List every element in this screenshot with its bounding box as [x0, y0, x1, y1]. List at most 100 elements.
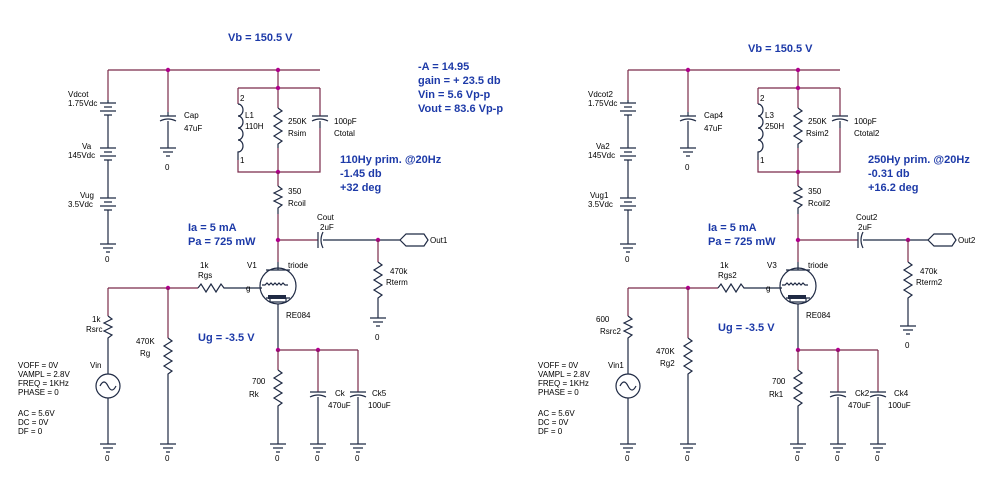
- capacitor-cap: [159, 112, 177, 157]
- part-value: 3.5Vdc: [68, 200, 93, 209]
- annotation-primary: 110Hy prim. @20Hz: [340, 154, 442, 166]
- right-circuit: [615, 67, 957, 453]
- resistor-rg: [160, 337, 176, 453]
- part-name: V3: [767, 261, 777, 270]
- source-param: DC = 0V: [18, 418, 49, 427]
- gnd-label: 0: [315, 454, 320, 463]
- part-value: 100uF: [888, 401, 911, 410]
- port-out2: [927, 233, 957, 247]
- gnd-label: 0: [375, 333, 380, 342]
- part-name: Cap: [184, 111, 199, 120]
- part-name: Ck2: [855, 389, 870, 398]
- gnd-label: 0: [795, 454, 800, 463]
- pin-number: 2: [240, 94, 245, 103]
- part-value: 470uF: [848, 401, 871, 410]
- junction-dot: [275, 67, 281, 73]
- gnd-label: 0: [875, 454, 880, 463]
- part-type: triode: [288, 261, 309, 270]
- part-name: L1: [245, 111, 254, 120]
- capacitor-cap4: [679, 112, 697, 157]
- part-value: 110H: [245, 122, 264, 131]
- gnd-label: 0: [165, 454, 170, 463]
- part-name: Rg: [140, 349, 150, 358]
- part-value: 100uF: [368, 401, 391, 410]
- wire: [237, 128, 321, 173]
- part-value: 2uF: [858, 223, 872, 232]
- part-name: V1: [247, 261, 257, 270]
- resistor-rcoil: [272, 185, 284, 214]
- part-name: Ck5: [372, 389, 387, 398]
- annotation-pa: Pa = 725 mW: [708, 236, 776, 248]
- annotation-db: -1.45 db: [340, 168, 382, 180]
- gnd-label: 0: [105, 454, 110, 463]
- junction-dot: [795, 67, 801, 73]
- part-name: Va: [82, 142, 92, 151]
- gnd-label: 0: [625, 454, 630, 463]
- resistor-rgs2: [717, 282, 782, 294]
- gnd-label: 0: [905, 341, 910, 350]
- junction-dot: [275, 85, 281, 91]
- part-name: Rsrc2: [600, 327, 621, 336]
- capacitor-cout2: [857, 231, 928, 249]
- part-value: 145Vdc: [588, 151, 615, 160]
- inductor-l1: [237, 103, 244, 160]
- pin-number: 1: [760, 156, 765, 165]
- ground-symbol: [620, 236, 636, 253]
- part-name: Ck: [335, 389, 346, 398]
- capacitor-cout: [317, 231, 400, 249]
- junction-dot: [795, 85, 801, 91]
- part-name: Ctotal2: [854, 129, 880, 138]
- part-value: 470K: [136, 337, 155, 346]
- annotation-phase: +32 deg: [340, 182, 381, 194]
- ground-symbol: [620, 443, 636, 453]
- part-name: Rterm2: [916, 278, 943, 287]
- resistor-rgs: [197, 282, 262, 294]
- resistor-rg2: [680, 337, 696, 453]
- part-value: 47uF: [704, 124, 722, 133]
- part-value: 1.75Vdc: [588, 99, 617, 108]
- left-circuit: [95, 67, 429, 453]
- annotation-vout: Vout = 83.6 Vp-p: [418, 103, 503, 115]
- part-name: Rgs2: [718, 271, 737, 280]
- part-name: Vug: [80, 191, 94, 200]
- capacitor-ck: [309, 391, 327, 453]
- source-param: VOFF = 0V: [18, 361, 59, 370]
- port-out1: [399, 233, 429, 247]
- resistor-rk: [270, 369, 286, 453]
- capacitor-ck4: [869, 391, 887, 453]
- source-param: PHASE = 0: [538, 388, 579, 397]
- part-name: Vin1: [608, 361, 624, 370]
- part-value: 700: [252, 377, 266, 386]
- part-name: Cout2: [856, 213, 878, 222]
- part-value: 1k: [200, 261, 209, 270]
- resistor-rsrc: [102, 315, 114, 364]
- part-value: 350: [288, 187, 302, 196]
- inductor-l3: [757, 103, 764, 160]
- part-name: Vdcot2: [588, 90, 613, 99]
- source-param: FREQ = 1KHz: [538, 379, 589, 388]
- battery-vdcot: [100, 100, 116, 124]
- port-label: Out1: [430, 236, 448, 245]
- resistor-rsrc2: [622, 315, 634, 364]
- ground-symbol: [100, 443, 116, 453]
- source-param: DF = 0: [18, 427, 43, 436]
- gnd-label: 0: [355, 454, 360, 463]
- gnd-label: 0: [835, 454, 840, 463]
- gnd-label: 0: [625, 255, 630, 264]
- resistor-rsim: [272, 107, 284, 148]
- annotation-phase: +16.2 deg: [868, 182, 918, 194]
- part-value: 600: [596, 315, 610, 324]
- annotation-primary: 250Hy prim. @20Hz: [868, 154, 970, 166]
- battery-va2: [620, 124, 636, 192]
- part-model: RE084: [286, 311, 311, 320]
- pin-letter: g: [246, 284, 250, 293]
- triode-v1: [259, 262, 297, 352]
- gnd-label: 0: [685, 454, 690, 463]
- part-value: 470k: [920, 267, 938, 276]
- junction-dot: [275, 237, 281, 243]
- part-value: 470k: [390, 267, 408, 276]
- part-value: 1.75Vdc: [68, 99, 97, 108]
- part-name: Rterm: [386, 278, 408, 287]
